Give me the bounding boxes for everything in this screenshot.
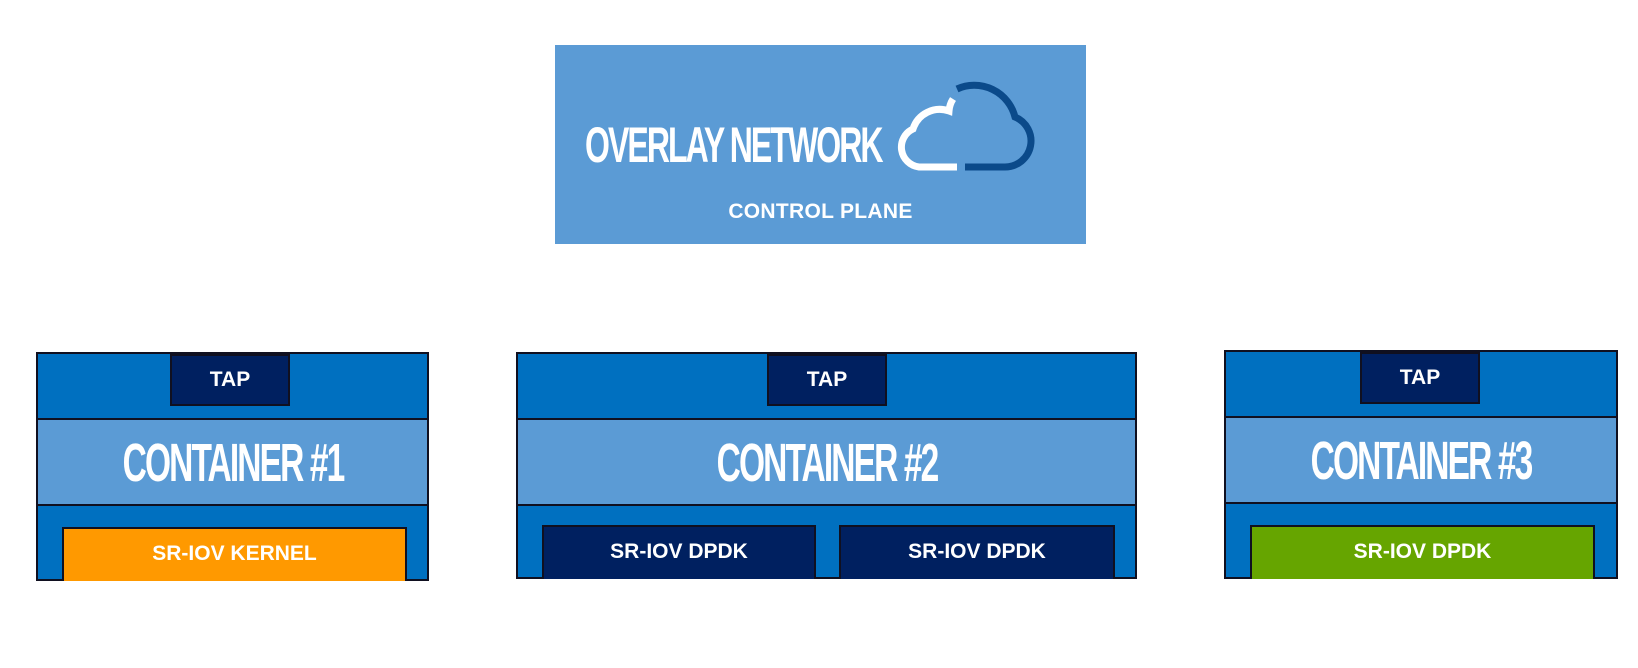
container-3: TAP CONTAINER #3 SR-IOV DPDK	[1224, 350, 1618, 579]
sr-iov-kernel-interface: SR-IOV KERNEL	[62, 527, 407, 581]
tap-band: TAP	[1226, 352, 1616, 418]
container-1: TAP CONTAINER #1 SR-IOV KERNEL	[36, 352, 429, 581]
tap-band: TAP	[38, 354, 427, 420]
container-name-band: CONTAINER #1	[38, 420, 427, 506]
container-name: CONTAINER #2	[716, 433, 939, 493]
tap-box: TAP	[767, 354, 887, 406]
overlay-network-panel: OVERLAY NETWORK CONTROL PLANE	[555, 45, 1086, 244]
control-plane-label: CONTROL PLANE	[728, 200, 913, 223]
tap-band: TAP	[518, 354, 1135, 420]
cloud-icon	[897, 81, 1035, 171]
container-name: CONTAINER #3	[1310, 431, 1534, 491]
overlay-network-title: OVERLAY NETWORK	[585, 117, 884, 173]
sr-iov-dpdk-interface: SR-IOV DPDK	[839, 525, 1115, 579]
container-name: CONTAINER #1	[122, 433, 345, 493]
sr-iov-dpdk-interface: SR-IOV DPDK	[542, 525, 816, 579]
container-2: TAP CONTAINER #2 SR-IOV DPDK SR-IOV DPDK	[516, 352, 1137, 579]
tap-box: TAP	[170, 354, 290, 406]
container-name-band: CONTAINER #2	[518, 420, 1135, 506]
tap-box: TAP	[1360, 352, 1480, 404]
sr-iov-dpdk-interface: SR-IOV DPDK	[1250, 525, 1595, 579]
container-name-band: CONTAINER #3	[1226, 418, 1616, 504]
